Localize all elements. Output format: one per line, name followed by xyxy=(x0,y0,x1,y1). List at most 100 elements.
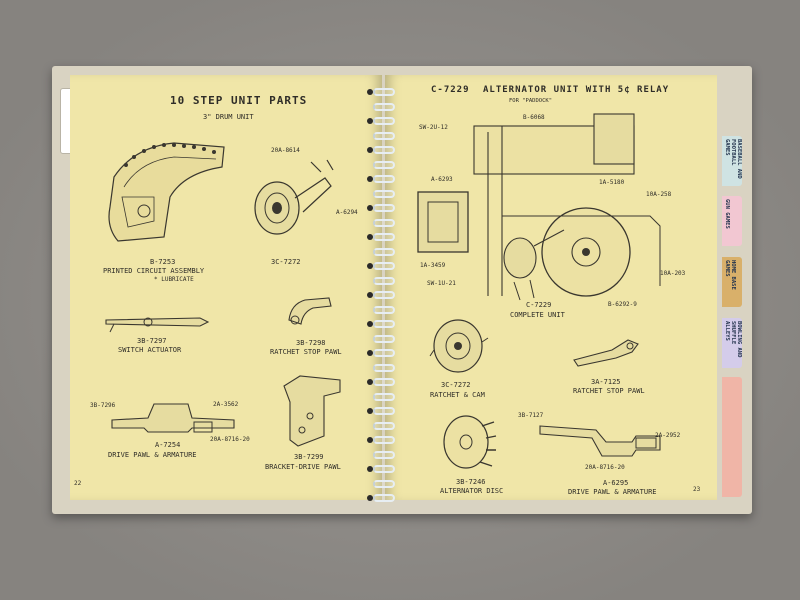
drive-pawl-callout-b: 2A-3562 xyxy=(213,401,239,408)
callout-sw2: SW-1U-21 xyxy=(427,280,456,287)
tab-peach[interactable] xyxy=(722,377,742,497)
binding-coil xyxy=(373,305,395,314)
callout-a6293: A-6293 xyxy=(431,176,453,183)
complete-number: C-7229 xyxy=(526,301,552,309)
binding-coil xyxy=(373,117,395,125)
binding-coil xyxy=(373,334,395,343)
punch-hole xyxy=(367,118,373,124)
bracket-drive-pawl-drawing xyxy=(280,372,346,452)
ratchet-name: RATCHET & CAM xyxy=(430,391,485,399)
page-title: 10 STEP UNIT PARTS xyxy=(170,94,308,107)
complete-name: COMPLETE UNIT xyxy=(510,311,565,319)
tab-label xyxy=(722,377,726,383)
right-stop-pawl-number: 3A-7125 xyxy=(591,378,621,386)
right-drive-number: A-6295 xyxy=(603,479,629,487)
punch-hole xyxy=(367,263,373,269)
drum-unit-drawing xyxy=(247,150,337,246)
callout-sw1: SW-2U-12 xyxy=(419,124,448,131)
callout-a258: 10A-258 xyxy=(646,191,672,198)
left-stop-pawl-number: 3B-7298 xyxy=(296,339,326,347)
drive-pawl-drawing xyxy=(108,398,238,438)
tab-label: HOME BASE GAMES xyxy=(724,260,736,290)
left-stop-pawl-name: RATCHET STOP PAWL xyxy=(270,348,342,356)
pca-number: B-7253 xyxy=(150,258,176,266)
drive-pawl-callout-a: 3B-7296 xyxy=(90,402,116,409)
bracket-name: BRACKET-DRIVE PAWL xyxy=(265,463,341,471)
unit-callout-b: A-6294 xyxy=(336,209,358,216)
binding-coil xyxy=(373,160,395,169)
part-code: C-7229 xyxy=(431,85,470,95)
callout-a5180: 1A-5180 xyxy=(599,179,625,186)
binding-coil xyxy=(373,421,395,430)
disc-name: ALTERNATOR DISC xyxy=(440,487,504,495)
punch-hole xyxy=(367,147,373,153)
right-page-title: ALTERNATOR UNIT WITH 5¢ RELAY xyxy=(483,85,670,95)
pca-name: PRINTED CIRCUIT ASSEMBLY xyxy=(103,267,205,275)
binding-coil xyxy=(373,479,395,488)
binding-coil xyxy=(373,218,395,227)
punch-hole xyxy=(367,234,373,240)
binding-coil xyxy=(373,392,395,401)
unit-number: 3C-7272 xyxy=(271,258,301,266)
left-page xyxy=(70,75,382,500)
punch-hole xyxy=(367,437,373,443)
punch-hole xyxy=(367,292,373,298)
binding-coil xyxy=(373,363,395,372)
tab-gun-games[interactable]: GUN GAMES xyxy=(722,196,742,246)
tab-label: BOWLING AND SHUFFLE ALLEYS xyxy=(724,321,742,358)
binding-coil xyxy=(373,262,395,270)
binding-coil xyxy=(373,233,395,241)
spiral-binding xyxy=(367,82,399,502)
right-drive-callout-a: 2A-2952 xyxy=(655,432,681,439)
binding-coil xyxy=(373,247,395,256)
ratchet-cam-drawing xyxy=(428,316,490,376)
bracket-number: 3B-7299 xyxy=(294,453,324,461)
binding-coil xyxy=(373,378,395,386)
callout-a3459: 1A-3459 xyxy=(420,262,446,269)
right-stop-pawl-drawing xyxy=(572,336,642,367)
ratchet-number: 3C-7272 xyxy=(441,381,471,389)
right-drive-name: DRIVE PAWL & ARMATURE xyxy=(568,488,657,496)
punch-hole xyxy=(367,350,373,356)
drive-pawl-number: A-7254 xyxy=(155,441,181,449)
alternator-unit-drawing xyxy=(414,106,670,302)
unit-callout-a: 20A-8614 xyxy=(271,147,300,154)
right-drive-callout-b: 20A-8716-20 xyxy=(585,464,625,471)
switch-actuator-drawing xyxy=(104,310,210,334)
drive-pawl-callout-c: 20A-8716-20 xyxy=(210,436,250,443)
binding-coil xyxy=(373,276,395,285)
binding-coil xyxy=(373,436,395,444)
actuator-name: SWITCH ACTUATOR xyxy=(118,346,182,354)
tab-label: BASEBALL AND FOOTBALL GAMES xyxy=(724,139,742,179)
punch-hole xyxy=(367,466,373,472)
binding-coil xyxy=(373,291,395,299)
alternator-disc-drawing xyxy=(436,408,497,472)
tab-home-base[interactable]: HOME BASE GAMES xyxy=(722,257,742,307)
punch-hole xyxy=(367,379,373,385)
binding-coil xyxy=(373,450,395,459)
binding-coil xyxy=(373,349,395,357)
pca-note: * LUBRICATE xyxy=(154,276,194,283)
binding-coil xyxy=(373,465,395,473)
printed-circuit-drawing xyxy=(104,137,230,251)
callout-a203: 10A-203 xyxy=(660,270,686,277)
for-text: FOR "PADDOCK" xyxy=(509,98,553,104)
tab-baseball-football[interactable]: BASEBALL AND FOOTBALL GAMES xyxy=(722,136,742,186)
punch-hole xyxy=(367,495,373,501)
binding-coil xyxy=(373,189,395,198)
callout-b6292: B-6292-9 xyxy=(608,301,637,308)
binding-coil xyxy=(373,146,395,154)
binding-coil xyxy=(373,494,395,502)
punch-hole xyxy=(367,408,373,414)
right-page-number: 23 xyxy=(693,486,701,493)
drive-pawl-name: DRIVE PAWL & ARMATURE xyxy=(108,451,197,459)
binding-coil xyxy=(373,407,395,415)
tab-bowling-shuffle[interactable]: BOWLING AND SHUFFLE ALLEYS xyxy=(722,318,742,368)
right-drive-pawl-drawing xyxy=(536,416,664,464)
right-stop-pawl-name: RATCHET STOP PAWL xyxy=(573,387,645,395)
page-subtitle: 3" DRUM UNIT xyxy=(203,113,254,121)
binding-coil xyxy=(373,88,395,96)
binding-coil xyxy=(373,204,395,212)
punch-hole xyxy=(367,176,373,182)
punch-hole xyxy=(367,89,373,95)
